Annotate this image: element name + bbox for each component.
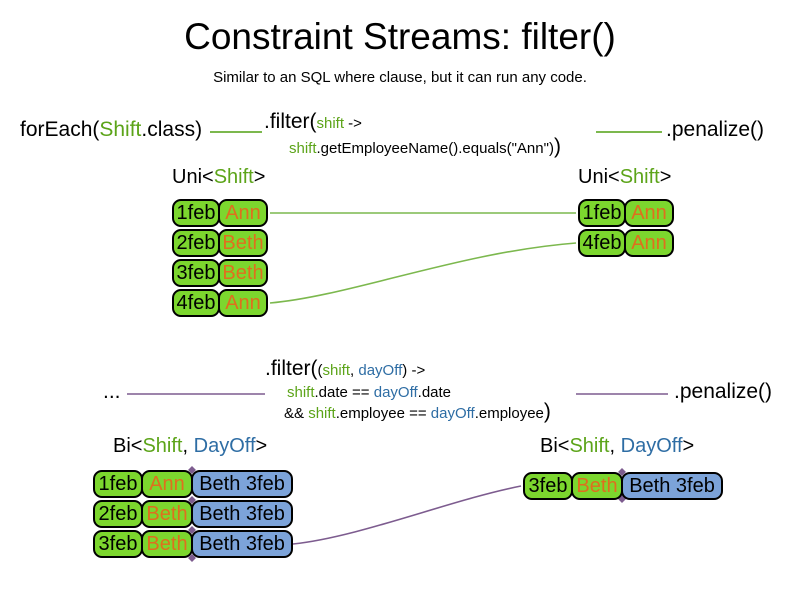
dayoff-cell: Beth 3feb	[621, 472, 723, 500]
slide-subtitle: Similar to an SQL where clause, but it c…	[213, 69, 587, 86]
uni-left-type-label: Uni<Shift>	[172, 166, 265, 189]
bi-type1: Shift	[142, 435, 183, 457]
body2-mid1: .employee ==	[335, 405, 431, 422]
bi-left-table: 1feb Ann Beth 3feb 2feb Beth Beth 3feb 3…	[93, 470, 293, 558]
filter1-body-param: shift	[289, 140, 317, 157]
filter2-head: .filter((shift, dayOff) ->	[265, 357, 425, 382]
body1-param2: dayOff	[373, 384, 418, 401]
uni-pre: Uni<	[578, 166, 620, 188]
filter2-method: .filter(	[265, 357, 318, 380]
shift-date-cell: 1feb	[578, 199, 626, 227]
table-row: 2feb Beth Beth 3feb	[93, 500, 293, 528]
filter2-param2: dayOff	[358, 362, 403, 379]
filter2-body-line2: && shift.employee == dayOff.employee)	[284, 400, 551, 425]
slide-title: Constraint Streams: filter()	[184, 16, 616, 57]
uni-row-4feb-match-curve	[269, 242, 577, 304]
uni-type: Shift	[619, 166, 660, 188]
penalize1-expression: .penalize()	[666, 118, 765, 141]
uni-right-type-label: Uni<Shift>	[578, 166, 671, 189]
filter1-arrow: ->	[344, 115, 362, 132]
shift-employee-cell: Ann	[141, 470, 193, 498]
uni-type: Shift	[213, 166, 254, 188]
foreach-type: Shift	[99, 118, 142, 141]
body1-mid1: .date ==	[314, 384, 374, 401]
bi-right-table: 3feb Beth Beth 3feb	[523, 472, 723, 500]
filter2-param1: shift	[322, 362, 351, 379]
table-row: 4feb Ann	[578, 229, 674, 257]
shift-date-cell: 3feb	[172, 259, 220, 287]
dayoff-cell: Beth 3feb	[191, 470, 293, 498]
filter2-arrow: ->	[407, 362, 426, 379]
uni-left-table: 1feb Ann 2feb Beth 3feb Beth 4feb Ann	[172, 199, 268, 317]
body2-param1: shift	[308, 405, 336, 422]
table-row: 4feb Ann	[172, 289, 268, 317]
flow2-source-ellipsis: ...	[103, 380, 121, 403]
filter1-param: shift	[316, 115, 345, 132]
filter2-comma: ,	[350, 362, 359, 379]
bi-pre: Bi<	[540, 435, 570, 457]
bi-row-3feb-match-curve	[292, 485, 522, 545]
table-row: 2feb Beth	[172, 229, 268, 257]
filter2-body-line1: shift.date == dayOff.date	[287, 384, 451, 402]
body2-close: )	[543, 400, 551, 423]
shift-employee-cell: Ann	[624, 199, 674, 227]
uni-post: >	[659, 166, 672, 188]
dayoff-cell: Beth 3feb	[191, 500, 293, 528]
table-row: 3feb Beth Beth 3feb	[93, 530, 293, 558]
body1-param1: shift	[287, 384, 315, 401]
uni-post: >	[253, 166, 266, 188]
bi-pre: Bi<	[113, 435, 143, 457]
shift-date-cell: 1feb	[93, 470, 143, 498]
body2-mid2: .employee	[474, 405, 544, 422]
filter1-method: .filter(	[264, 110, 317, 133]
uni-pre: Uni<	[172, 166, 214, 188]
filter1-body: shift.getEmployeeName().equals("Ann"))	[289, 135, 561, 160]
shift-date-cell: 3feb	[93, 530, 143, 558]
filter1-head: .filter(shift ->	[264, 110, 362, 135]
bi-right-type-label: Bi<Shift, DayOff>	[540, 435, 694, 458]
shift-date-cell: 1feb	[172, 199, 220, 227]
foreach-pre: forEach(	[20, 118, 100, 141]
bi-type1: Shift	[569, 435, 610, 457]
table-row: 1feb Ann Beth 3feb	[93, 470, 293, 498]
shift-date-cell: 2feb	[93, 500, 143, 528]
shift-date-cell: 2feb	[172, 229, 220, 257]
shift-employee-cell: Beth	[218, 259, 268, 287]
shift-employee-cell: Ann	[218, 199, 268, 227]
table-row: 3feb Beth Beth 3feb	[523, 472, 723, 500]
body1-mid2: .date	[417, 384, 452, 401]
table-row: 3feb Beth	[172, 259, 268, 287]
shift-date-cell: 4feb	[578, 229, 626, 257]
filter2-close-paren: )	[402, 362, 408, 379]
uni-right-table: 1feb Ann 4feb Ann	[578, 199, 674, 257]
shift-date-cell: 4feb	[172, 289, 220, 317]
shift-employee-cell: Beth	[141, 530, 193, 558]
bi-type2: DayOff	[193, 435, 256, 457]
penalize2-expression: .penalize()	[674, 380, 773, 403]
bi-left-type-label: Bi<Shift, DayOff>	[113, 435, 267, 458]
shift-employee-cell: Beth	[141, 500, 193, 528]
filter1-body-code: .getEmployeeName().equals("Ann")	[316, 140, 554, 157]
table-row: 1feb Ann	[578, 199, 674, 227]
bi-sep: ,	[609, 435, 621, 457]
bi-sep: ,	[182, 435, 194, 457]
shift-employee-cell: Beth	[571, 472, 623, 500]
foreach-post: .class)	[141, 118, 203, 141]
bi-post: >	[682, 435, 695, 457]
bi-type2: DayOff	[620, 435, 683, 457]
shift-employee-cell: Ann	[218, 289, 268, 317]
dayoff-cell: Beth 3feb	[191, 530, 293, 558]
table-row: 1feb Ann	[172, 199, 268, 227]
shift-date-cell: 3feb	[523, 472, 573, 500]
shift-employee-cell: Ann	[624, 229, 674, 257]
body2-param2: dayOff	[430, 405, 475, 422]
filter1-body-close: )	[553, 135, 561, 158]
shift-employee-cell: Beth	[218, 229, 268, 257]
bi-post: >	[255, 435, 268, 457]
foreach-expression: forEach(Shift.class)	[20, 118, 202, 143]
filter2-open-paren: (	[317, 362, 323, 379]
body2-amp: &&	[284, 405, 309, 422]
